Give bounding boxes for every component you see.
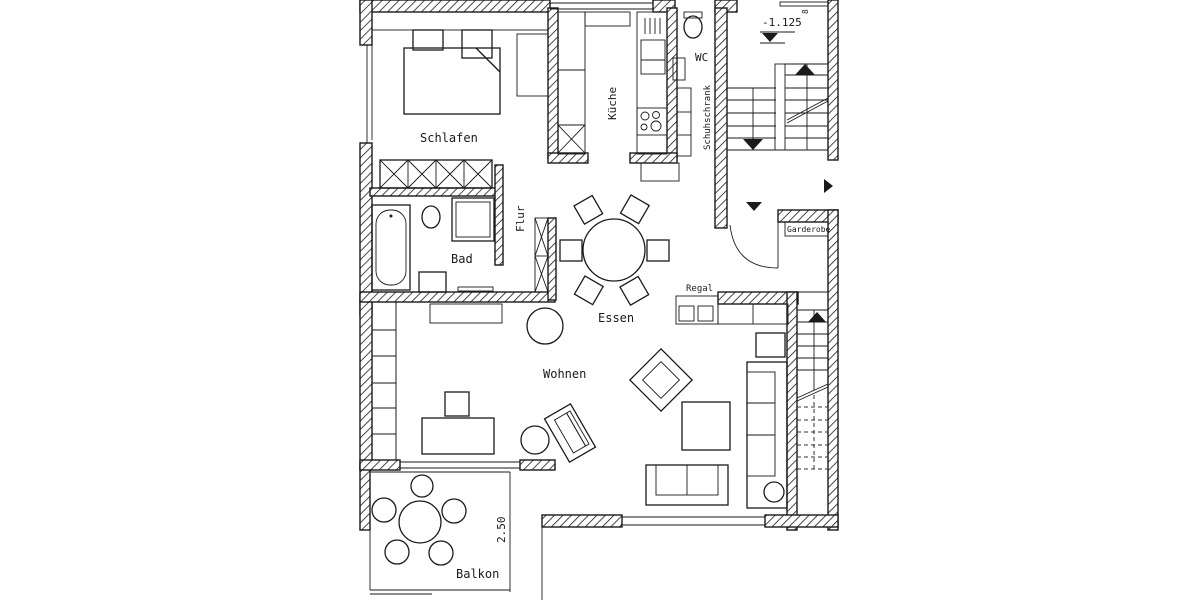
room-kueche: Küche: [557, 11, 680, 182]
balcony-dimension: 2.50: [495, 517, 508, 544]
garderobe: Garderobe: [784, 221, 831, 293]
room-essen: Essen: [559, 194, 670, 325]
room-balkon: Balkon 2.50: [369, 471, 543, 600]
walls: [359, 0, 839, 531]
entrance-door: [729, 222, 779, 269]
label-flur: Flur: [514, 205, 527, 232]
room-bad: Bad: [371, 197, 495, 293]
staircase-lower: [796, 309, 829, 470]
label-garderobe: Garderobe: [787, 225, 831, 234]
label-wohnen: Wohnen: [543, 367, 586, 381]
room-schlafen: Schlafen: [371, 11, 549, 189]
label-kueche: Küche: [606, 87, 619, 120]
room-wc: WC Schuhschrank: [672, 11, 713, 157]
windows: [366, 2, 765, 526]
level-elevation: -1.125: [762, 16, 802, 29]
marker-digit: 8: [801, 9, 810, 14]
label-balkon: Balkon: [456, 567, 499, 581]
label-essen: Essen: [598, 311, 634, 325]
label-schuhschrank: Schuhschrank: [703, 84, 713, 150]
room-flur: Flur: [514, 205, 549, 293]
label-bad: Bad: [451, 252, 473, 266]
label-wc: WC: [695, 51, 708, 64]
staircase-upper: -1.125 8: [727, 1, 833, 211]
regal: Regal: [675, 284, 789, 325]
label-regal: Regal: [686, 284, 713, 294]
label-schlafen: Schlafen: [420, 131, 478, 145]
room-wohnen: Wohnen: [371, 301, 788, 509]
